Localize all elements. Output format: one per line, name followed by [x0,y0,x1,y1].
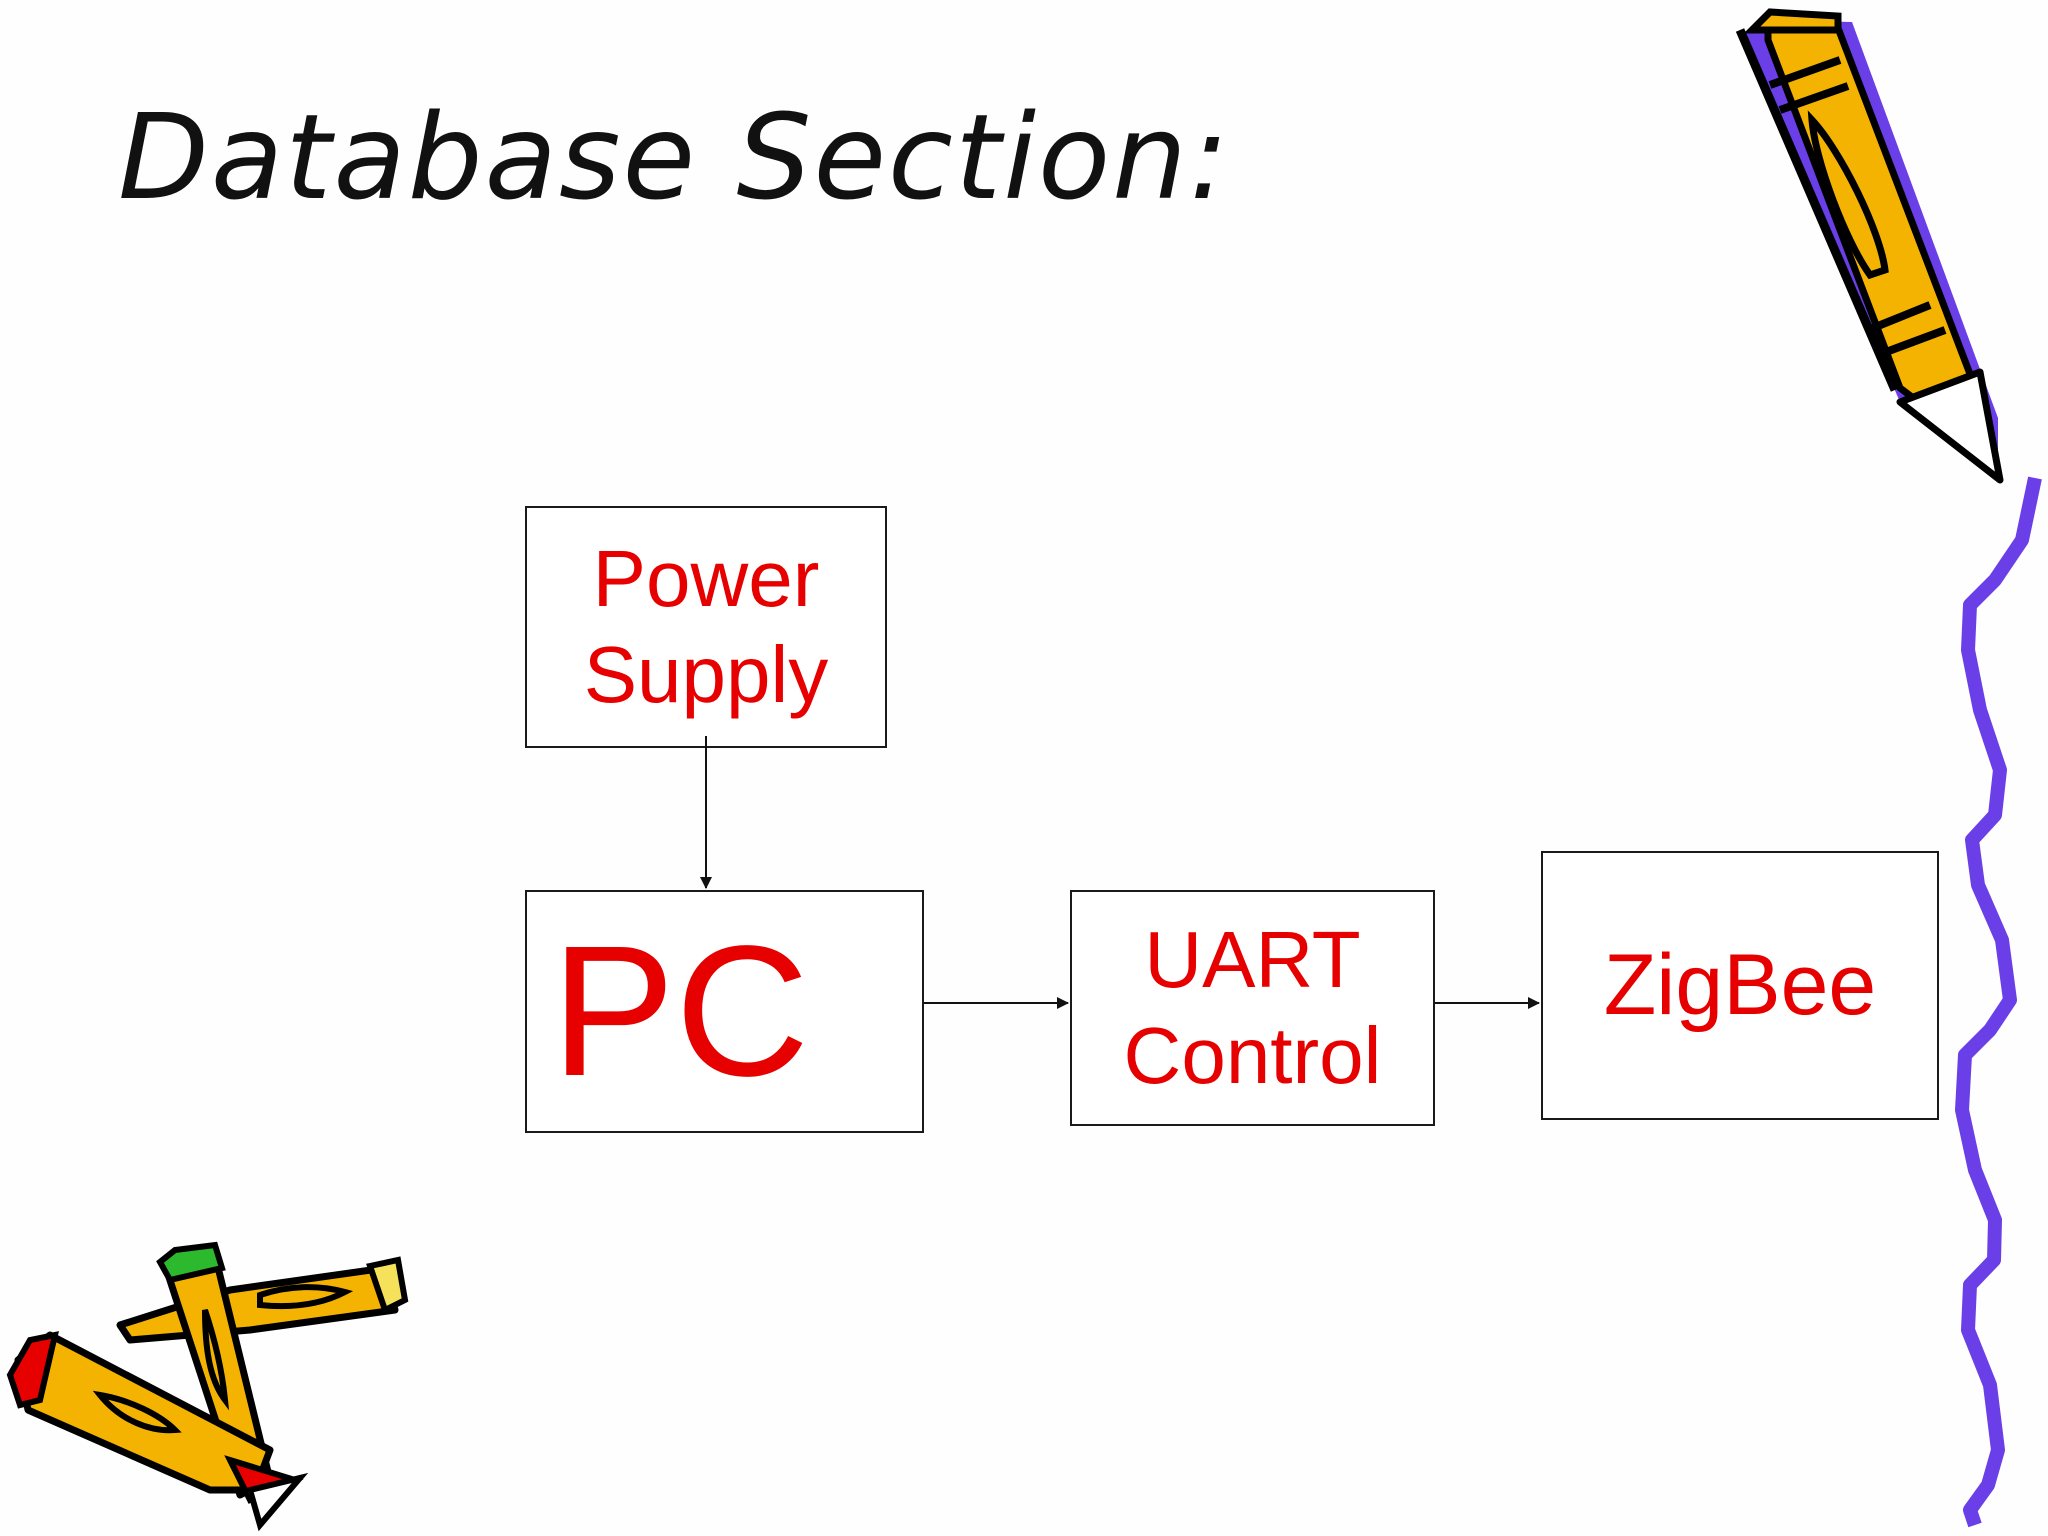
slide-title: Database Section: [118,88,1231,226]
squiggle-line [1955,476,2042,1528]
pencil-icon [1735,8,2004,484]
uart-control-label-line-1: UART [1144,915,1361,1004]
power-supply-block: Power Supply [525,506,887,748]
zigbee-block: ZigBee [1541,851,1939,1120]
pc-label: PC [551,908,810,1115]
pc-block: PC [525,890,924,1133]
power-supply-label-line-1: Power [592,534,820,623]
power-supply-label-line-2: Supply [583,630,829,719]
uart-control-label-line-2: Control [1123,1011,1382,1100]
crossed-pencils-icon [6,1241,409,1532]
uart-control-block: UART Control [1070,890,1435,1126]
zigbee-label: ZigBee [1603,937,1877,1033]
